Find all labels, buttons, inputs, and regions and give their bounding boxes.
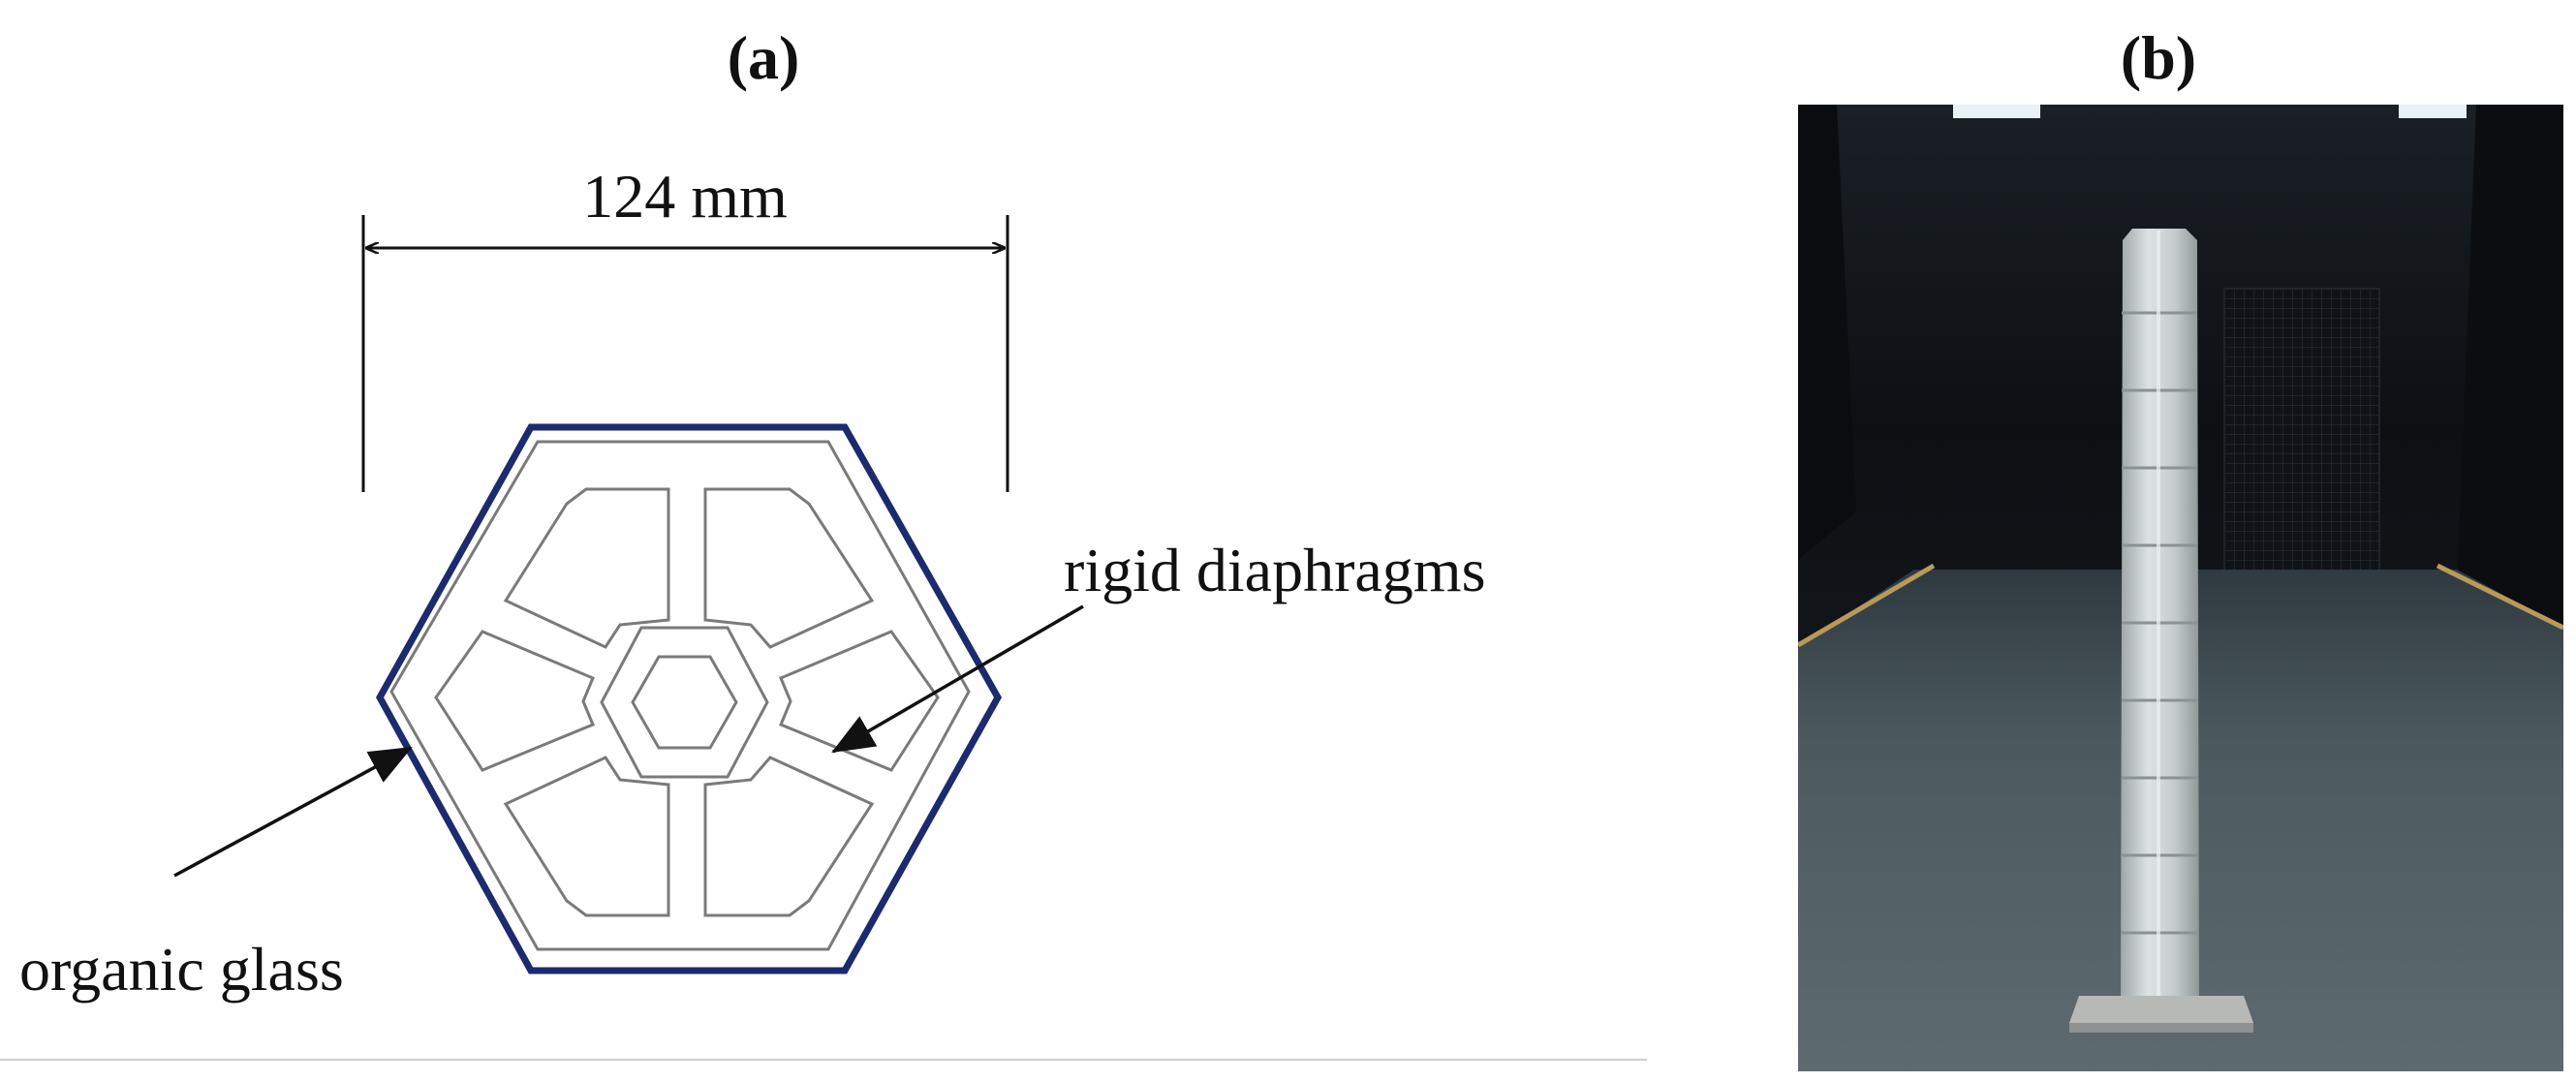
label-organic-glass: organic glass [19,935,344,1004]
cell-top-left [503,487,670,649]
ceiling-light-left [1953,105,2040,118]
cell-left [434,630,595,772]
callout-organic-glass: organic glass [19,746,413,1004]
hub-ring [600,626,769,779]
arrow-organic-glass [173,746,413,878]
cell-bottom-right [703,756,875,917]
column-model [2069,229,2253,1033]
panel-b-label: (b) [2120,23,2197,92]
back-mesh-screen [2224,289,2379,589]
photo-drawing [1798,105,2563,1071]
column-base-plate [2069,996,2253,1023]
left-wall-panel [1798,105,1856,560]
cell-right [779,630,940,772]
hub-hexagon [631,655,738,750]
arrow-rigid-diaphragms [831,604,1084,754]
wind-tunnel-photo [1798,105,2563,1071]
outer-hexagon [375,423,1003,974]
cell-top-right [703,487,875,649]
diaphragm-cells [434,487,940,917]
cell-bottom-left [503,756,670,917]
dimension-label: 124 mm [582,162,788,231]
panel-a-label: (a) [727,23,800,92]
callout-rigid-diaphragms: rigid diaphragms [831,536,1485,754]
dimension-annotation: 124 mm [361,162,1009,492]
ceiling-light-right [2399,105,2467,118]
inner-cell-outline [389,440,971,951]
right-wall-panel [2457,105,2563,647]
label-rigid-diaphragms: rigid diaphragms [1064,536,1485,604]
cross-section-diagram: 124 mm rigid diaphragms organic glass [0,162,1647,1061]
